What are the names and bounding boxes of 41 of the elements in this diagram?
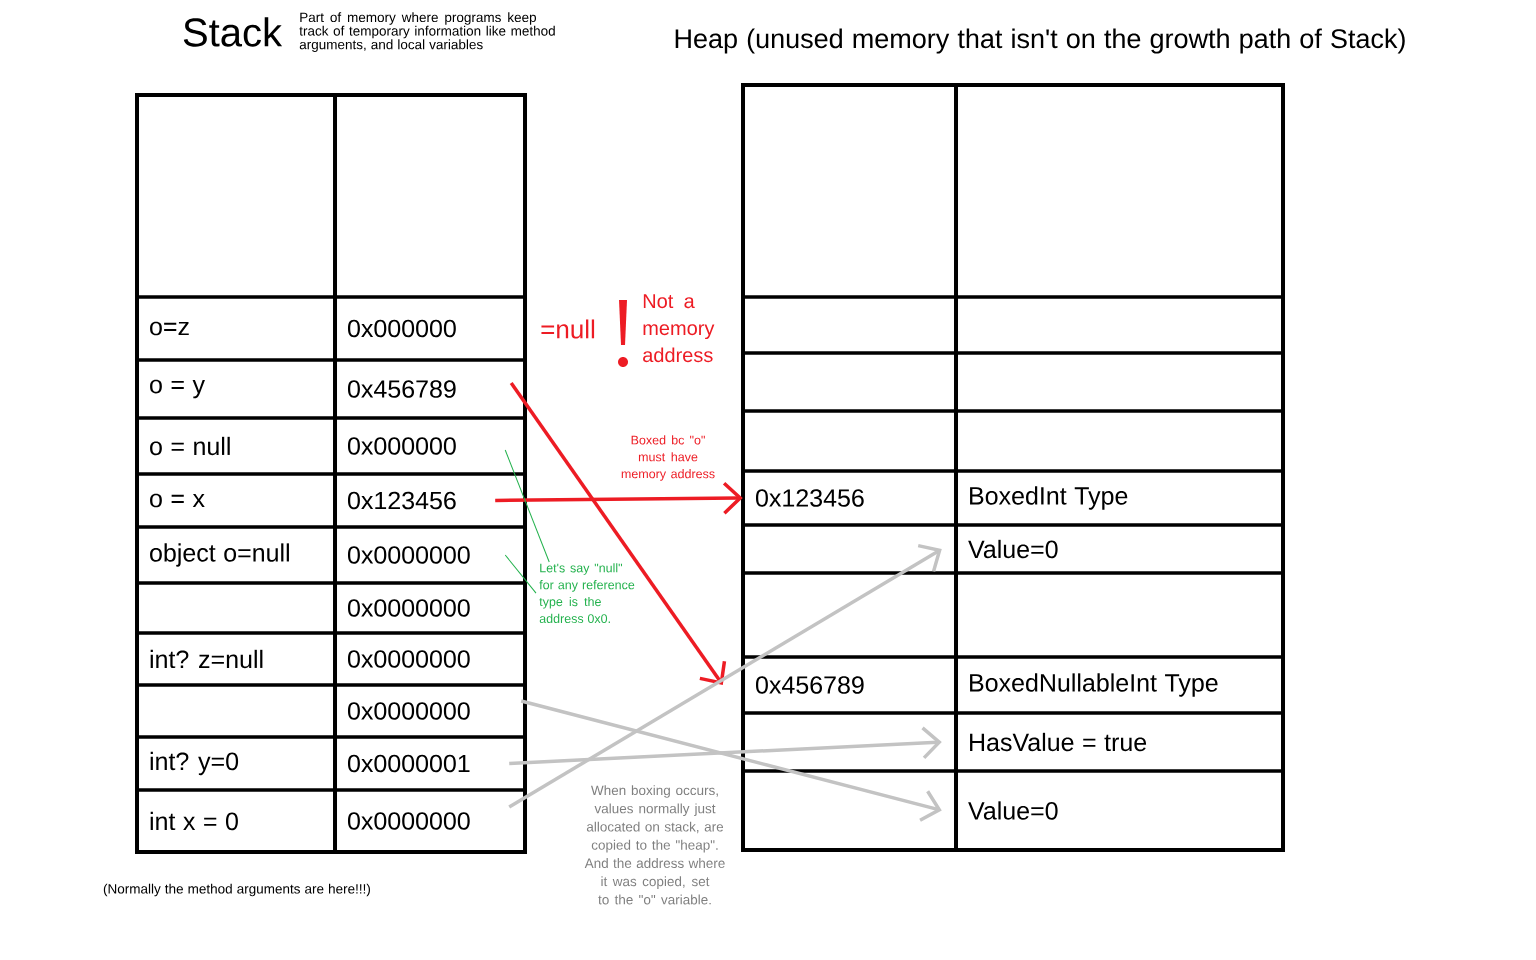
arrow xyxy=(520,699,942,822)
table-cell: 0x0000001 xyxy=(348,754,470,773)
table-cell: 0x0000000 xyxy=(348,702,470,720)
table-cell: 0x0000000 xyxy=(348,650,470,668)
arrow xyxy=(509,382,727,685)
table-cell: 0x0000000 xyxy=(348,812,470,830)
table-cell: BoxedInt Type xyxy=(970,486,1128,510)
table-cell: BoxedNullableInt Type xyxy=(970,673,1218,697)
table-cell: 0x0000000 xyxy=(348,546,470,564)
table-cell: int? y=0 xyxy=(150,751,239,776)
table-cell: o = y xyxy=(150,379,205,399)
note: When boxing occurs, values normally just allocated on stack, are copied to the "heap". And the address where it was copied, set to the "o" variable. xyxy=(584,785,725,905)
table-cell: 0x123456 xyxy=(756,489,864,507)
table-cell: 0x0000000 xyxy=(348,599,470,617)
note: =null xyxy=(541,319,595,339)
table-cell: 0x000000 xyxy=(348,437,456,455)
note: Not a memory address xyxy=(643,294,715,363)
table-cell: object o=null xyxy=(150,543,289,567)
note: Let's say "null" for any reference type is the address 0x0. xyxy=(539,563,635,623)
table-cell: 0x123456 xyxy=(348,491,456,510)
table-cell: 0x456789 xyxy=(348,380,456,398)
connector-line xyxy=(504,554,537,594)
table-cell: o = x xyxy=(150,493,205,508)
table-cell: Value=0 xyxy=(968,539,1058,559)
heading: Heap (unused memory that isn't on the growth path of Stack) xyxy=(675,28,1405,54)
note: Part of memory where programs keep track of temporary information like method arguments, and local variables xyxy=(299,12,555,52)
table-cell: Value=0 xyxy=(968,801,1058,820)
table-cell: o = null xyxy=(150,436,230,456)
edge-label: Boxed bc "o" must have memory address xyxy=(607,434,729,482)
table-cell: int? z=null xyxy=(150,649,263,669)
table-cell: 0x456789 xyxy=(756,676,864,694)
note: (Normally the method arguments are here!!!) xyxy=(103,883,370,897)
connector-line xyxy=(504,449,550,563)
heading: Stack xyxy=(183,17,283,47)
arrow xyxy=(508,543,942,809)
arrow xyxy=(495,481,743,515)
table-cell: o=z xyxy=(150,321,189,336)
table-cell: HasValue = true xyxy=(970,732,1147,752)
arrow xyxy=(509,726,942,766)
table-cell: 0x000000 xyxy=(348,319,456,338)
table-cell: int x = 0 xyxy=(150,811,238,831)
